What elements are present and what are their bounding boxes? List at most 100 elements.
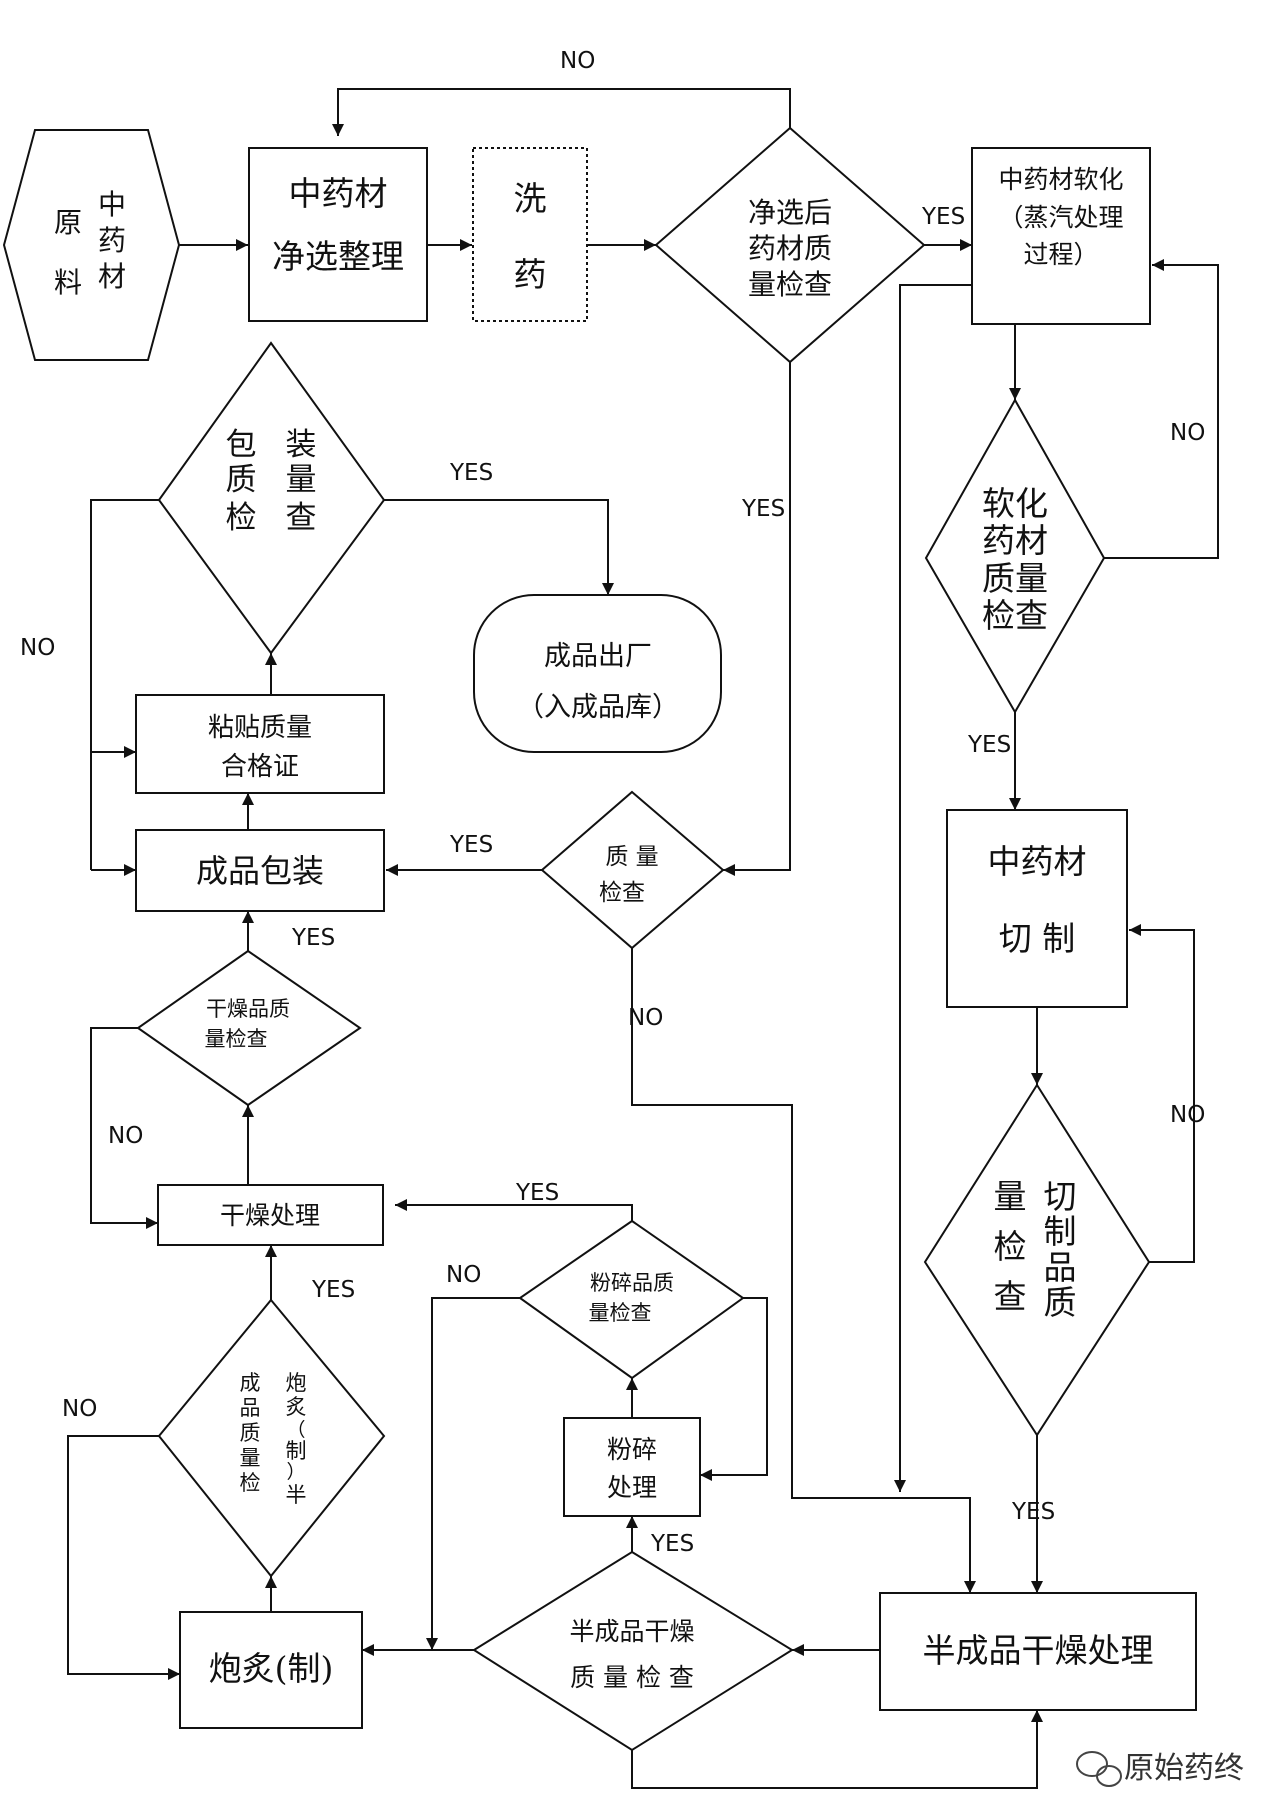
node-process: 炮炙(制) [179, 1611, 363, 1729]
node-select-sort-text-1: 中药材 [289, 174, 388, 213]
watermark: 原始药终 [1076, 1751, 1244, 1787]
node-crush-text-2: 处理 [607, 1473, 657, 1502]
node-process-check-text-11: 半 [286, 1483, 307, 1507]
node-cut-check-text-4: 切 [1044, 1177, 1077, 1216]
node-crush-check-text-2: 量检查 [589, 1301, 652, 1325]
node-pack-check: 包 质 检 装 量 查 [157, 341, 386, 655]
node-cut-check: 量 检 查 切 制 品 质 [923, 1083, 1151, 1437]
edge-selectcheck-yes-quality [723, 362, 791, 876]
node-cut-check-text-6: 品 [1044, 1248, 1077, 1287]
node-label-text-2: 合格证 [221, 752, 299, 782]
edge-cutcheck-no-back [1129, 924, 1195, 1263]
label-no-soften: NO [1170, 420, 1205, 446]
node-process-check-text-6: 炮 [286, 1371, 307, 1395]
node-quality-check-text-2: 检查 [599, 880, 645, 906]
label-yes-quality: YES [449, 832, 493, 858]
node-soften-text-3: 过程） [1023, 240, 1098, 269]
node-cut-check-text-7: 质 [1044, 1283, 1077, 1322]
label-no-crush: NO [446, 1262, 481, 1288]
label-yes-semi: YES [650, 1531, 694, 1557]
edge-soften-bypass-semidry [894, 284, 972, 1492]
node-crush-check: 粉碎品质 量检查 [518, 1219, 745, 1380]
node-raw-material-text-5: 材 [98, 260, 126, 293]
node-quality-check-text-1: 质 量 [605, 844, 658, 870]
label-no-quality: NO [628, 1005, 663, 1031]
node-cut-check-text-5: 制 [1044, 1212, 1077, 1251]
node-process-check-text-10: ） [286, 1461, 305, 1483]
node-crush: 粉碎 处理 [563, 1417, 701, 1517]
node-raw-material-text-3: 中 [98, 188, 126, 221]
node-dry-check-text-2: 量检查 [205, 1027, 268, 1051]
edge-crushcheck-yes-dry [395, 1199, 633, 1221]
node-raw-material-text-2: 料 [54, 266, 82, 299]
edge-quality-no-semidry [631, 948, 976, 1593]
node-process-text: 炮炙(制) [209, 1649, 334, 1688]
watermark-text: 原始药终 [1124, 1751, 1244, 1786]
node-semi-dry-text: 半成品干燥处理 [923, 1631, 1154, 1670]
node-cut-check-text-1: 量 [994, 1177, 1027, 1216]
edge-softencheck-no-back [1104, 259, 1219, 559]
label-yes-down-center: YES [741, 496, 785, 522]
node-semi-check-text-1: 半成品干燥 [569, 1617, 694, 1646]
node-soften-text-1: 中药材软化 [998, 165, 1123, 194]
node-process-check-text-4: 量 [240, 1446, 261, 1470]
node-process-check-text-5: 检 [240, 1471, 261, 1495]
node-quality-check: 质 量 检查 [540, 790, 725, 950]
node-raw-material: 原 料 中 药 材 [2, 129, 181, 361]
node-pack-check-text-2: 质 [226, 462, 257, 498]
label-yes-cut: YES [1011, 1499, 1055, 1525]
node-package-text: 成品包装 [196, 852, 324, 890]
node-pack-check-text-6: 查 [286, 500, 317, 536]
label-no-cut: NO [1170, 1102, 1205, 1128]
label-yes-pack: YES [449, 460, 493, 486]
label-yes-crush: YES [515, 1180, 559, 1206]
node-pack-check-text-1: 包 [226, 427, 257, 463]
label-no-dry: NO [108, 1123, 143, 1149]
label-no-process: NO [62, 1396, 97, 1422]
node-soften-check-text-3: 质量 [982, 559, 1048, 598]
node-select-sort: 中药材 净选整理 [248, 147, 428, 322]
node-soften: 中药材软化 （蒸汽处理 过程） [971, 147, 1151, 325]
label-yes-to-soften: YES [921, 204, 965, 230]
node-crush-check-text-1: 粉碎品质 [590, 1271, 674, 1295]
node-select-check-text-1: 净选后 [748, 196, 832, 229]
edge-selectcheck-no-back [332, 88, 791, 136]
label-no-pack: NO [20, 635, 55, 661]
node-shipment-text-2: （入成品库） [517, 692, 679, 723]
node-semi-dry: 半成品干燥处理 [879, 1592, 1197, 1711]
node-select-sort-text-2: 净选整理 [272, 237, 404, 276]
node-dry-text: 干燥处理 [220, 1201, 320, 1230]
node-soften-check-text-4: 检查 [982, 596, 1048, 635]
edge-packcheck-no-back [90, 499, 159, 870]
node-raw-material-text-4: 药 [98, 224, 126, 257]
node-label-text-1: 粘贴质量 [208, 713, 312, 743]
node-cut-text-1: 中药材 [988, 842, 1087, 881]
label-no-top: NO [560, 48, 595, 74]
edge-processcheck-no-back [67, 1435, 180, 1680]
edge-crushcheck-no-back [700, 1297, 768, 1481]
node-select-check-text-3: 量检查 [748, 268, 832, 301]
node-wash: 洗 药 [472, 147, 588, 322]
node-cut-check-text-2: 检 [994, 1227, 1027, 1266]
node-process-check-text-2: 品 [240, 1396, 261, 1420]
label-yes-soften: YES [967, 732, 1011, 758]
node-wash-text-1: 洗 [514, 179, 547, 218]
node-pack-check-text-5: 量 [286, 462, 317, 498]
node-select-check: 净选后 药材质 量检查 [654, 126, 926, 364]
node-crush-text-1: 粉碎 [607, 1435, 657, 1464]
edge-crushcheck-no-process [426, 1297, 520, 1650]
node-pack-check-text-4: 装 [286, 427, 317, 463]
node-soften-check-text-2: 药材 [982, 521, 1048, 560]
node-dry-check-text-1: 干燥品质 [206, 997, 290, 1021]
node-soften-check: 软化 药材 质量 检查 [924, 397, 1106, 714]
node-process-check-text-1: 成 [240, 1371, 261, 1395]
node-cut-check-text-3: 查 [994, 1277, 1027, 1316]
label-yes-dry: YES [291, 925, 335, 951]
node-label: 粘贴质量 合格证 [135, 694, 385, 794]
node-process-check-text-8: （ [286, 1419, 305, 1441]
edge-drycheck-no-back [90, 1027, 158, 1229]
node-dry-check: 干燥品质 量检查 [136, 949, 362, 1107]
node-soften-text-2: （蒸汽处理 [998, 203, 1123, 232]
label-yes-process: YES [311, 1277, 355, 1303]
